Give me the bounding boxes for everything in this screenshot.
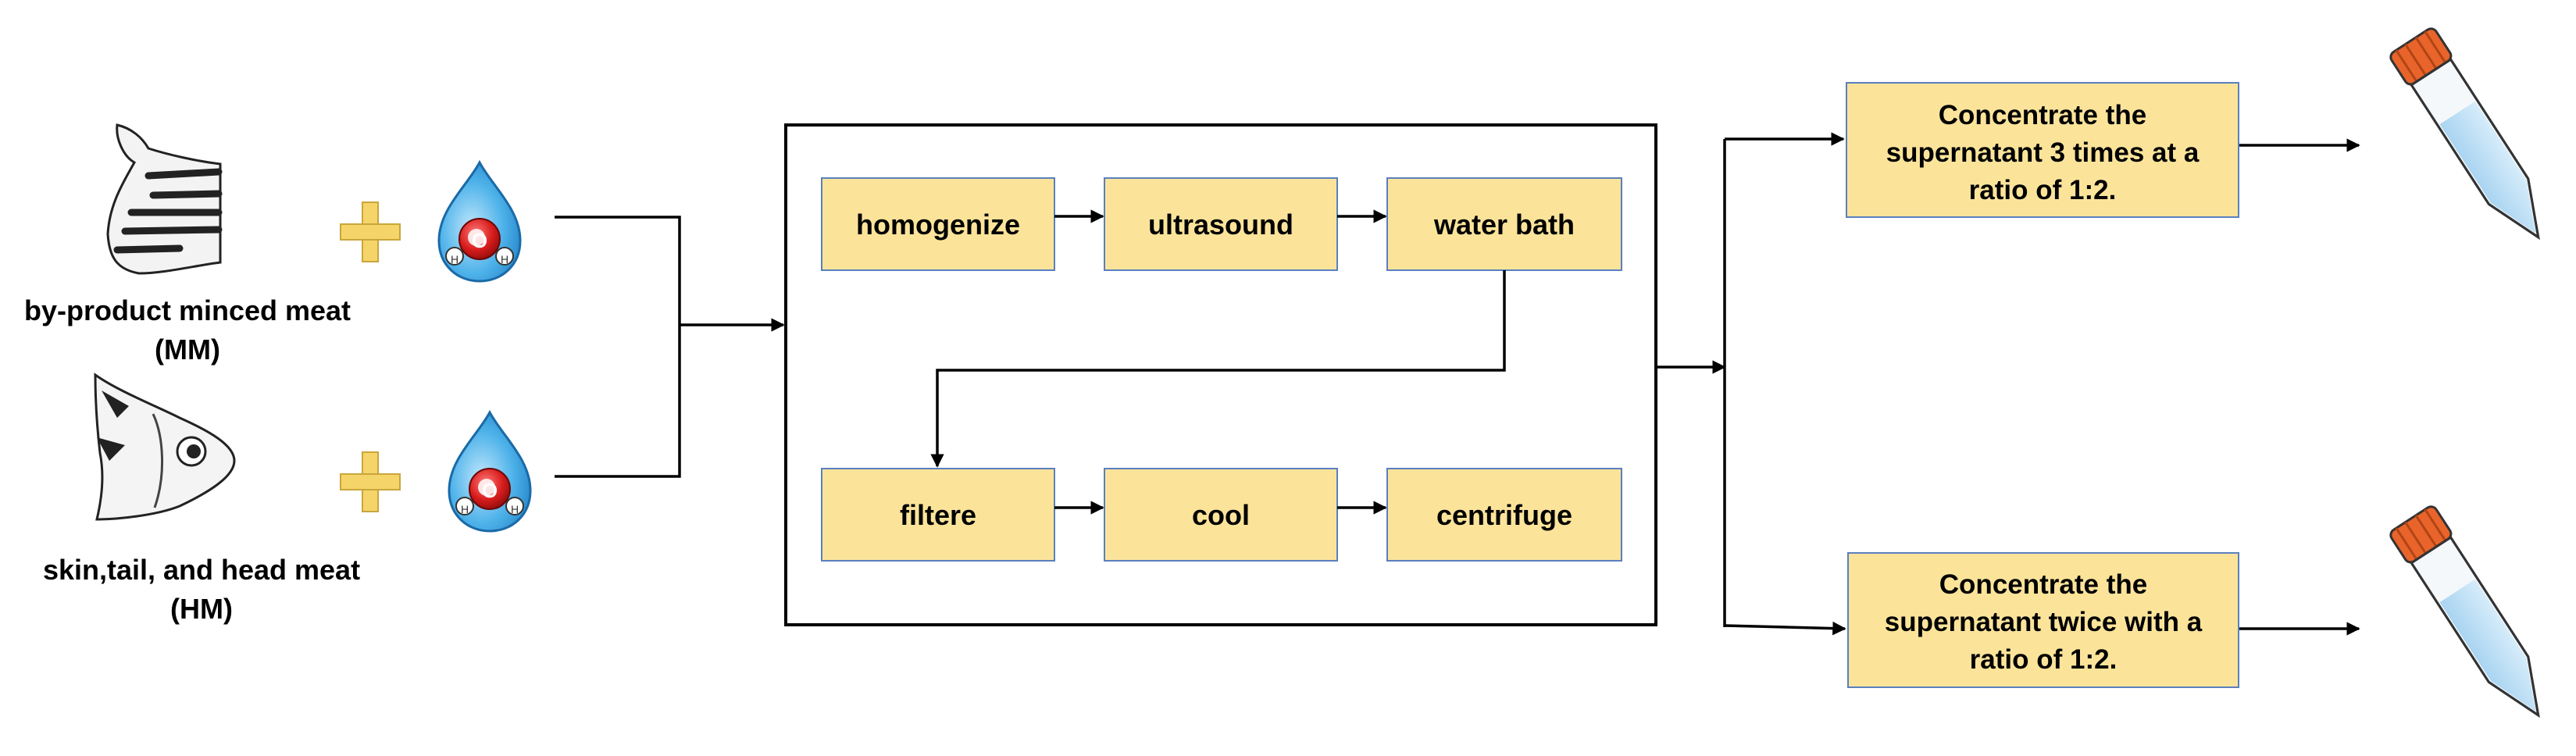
centrifuge-tube-icon-2 [2387,503,2562,731]
step-centrifuge: centrifuge [1386,468,1622,562]
step-filtere-label: filtere [900,499,976,531]
atom-h-label-2b: H [511,503,519,515]
atom-h-label-1a: H [451,253,458,266]
step-centrifuge-label: centrifuge [1436,499,1572,531]
source-label-mm: by-product minced meat [24,294,351,326]
atom-h-label-2a: H [461,503,469,515]
output-1-line-3: ratio of 1:2. [1969,175,2117,205]
source-label-hm: skin,tail, and head meat [43,554,360,586]
plus-icon-1 [340,201,401,262]
source-abbr-mm: (MM) [155,333,220,366]
step-cool: cool [1104,468,1338,562]
process-arrows [930,209,1506,515]
step-homogenize-label: homogenize [856,209,1020,241]
step-filtere: filtere [821,468,1055,562]
centrifuge-tube-icon-1 [2387,25,2562,253]
fish-head-icon [94,373,236,521]
step-cool-label: cool [1192,499,1250,531]
step-water-bath-label: water bath [1433,209,1575,241]
output-2-line-1: Concentrate the [1939,569,2147,600]
output-1-line-2: supernatant 3 times at a [1886,137,2200,168]
output-box-2: Concentrate the supernatant twice with a… [1847,552,2239,688]
step-water-bath: water bath [1386,177,1622,271]
output-1-line-1: Concentrate the [1939,100,2146,130]
water-drop-icon-1: O H H [437,161,522,283]
output-2-line-3: ratio of 1:2. [1970,644,2118,675]
output-2-line-2: supernatant twice with a [1885,607,2203,637]
step-ultrasound-label: ultrasound [1148,209,1293,241]
step-ultrasound: ultrasound [1104,177,1338,271]
input-connectors [555,216,785,478]
atom-o-label-1: O [472,229,487,252]
fish-tail-icon [106,123,223,275]
output-connectors [1656,132,2360,636]
output-box-1: Concentrate the supernatant 3 times at a… [1846,82,2239,218]
source-abbr-hm: (HM) [170,593,233,625]
atom-o-label-2: O [482,479,498,502]
step-homogenize: homogenize [821,177,1055,271]
water-drop-icon-2: O H H [448,411,532,533]
plus-icon-2 [340,451,401,512]
atom-h-label-1b: H [501,253,508,266]
